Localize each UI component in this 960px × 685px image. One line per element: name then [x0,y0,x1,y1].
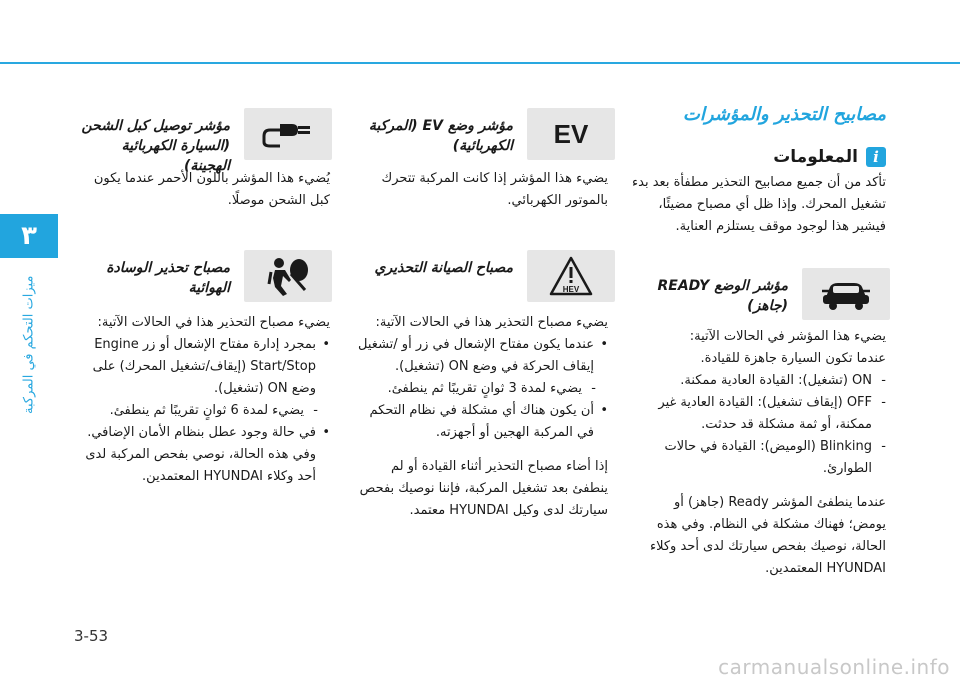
hev-title: مصباح الصيانة التحذيري [374,260,513,276]
hev-conditions-list: عندما يكون مفتاح الإشعال في زر أو /تشغيل… [354,334,608,444]
ready-body: يضيء هذا المؤشر في الحالات الآتية: عندما… [636,326,886,580]
ready-line: عندما تكون السيارة جاهزة للقيادة. [700,351,886,366]
ev-text: يضيء هذا المؤشر إذا كانت المركبة تتحرك ب… [381,171,608,208]
list-item: ON (تشغيل): القيادة العادية ممكنة. [636,370,886,392]
hev-warning-icon: HEV [549,256,593,296]
airbag-card-header: مصباح تحذير الوسادة الهوائية [74,250,332,302]
ready-states-list: ON (تشغيل): القيادة العادية ممكنة. OFF (… [636,370,886,480]
charging-plug-icon [262,124,310,148]
ev-body: يضيء هذا المؤشر إذا كانت المركبة تتحرك ب… [358,168,608,212]
plug-text: يُضيء هذا المؤشر باللون الأحمر عندما يكو… [93,171,330,208]
ready-intro: يضيء هذا المؤشر في الحالات الآتية: [689,329,886,344]
plug-card-header: مؤشر توصيل كبل الشحن (السيارة الكهربائية… [74,108,332,176]
ready-indicator-icon-box [802,268,890,320]
list-item: عندما يكون مفتاح الإشعال في زر أو /تشغيل… [354,334,608,378]
plug-indicator-icon-box [244,108,332,160]
hev-note: إذا أضاء مصباح التحذير أثناء القيادة أو … [359,459,608,518]
chapter-tab: ٣ [0,214,58,258]
list-item: أن يكون هناك أي مشكلة في نظام التحكم في … [354,400,608,444]
info-header: i المعلومات [773,147,886,167]
ev-icon: EV [553,118,589,149]
list-item: OFF (إيقاف تشغيل): القيادة العادية غير م… [636,392,886,436]
list-subitem: يضيء لمدة 6 ثوانٍ تقريبًا ثم ينطفئ. [76,400,330,422]
page-number: 3-53 [74,627,109,645]
ev-title: مؤشر وضع EV (المركبة الكهربائية) [368,118,513,154]
ev-indicator-icon-box: EV [527,108,615,160]
list-item: في حالة وجود عطل بنظام الأمان الإضافي. و… [76,422,330,488]
ready-card-header: مؤشر الوضع READY (جاهز) [628,268,890,320]
airbag-title: مصباح تحذير الوسادة الهوائية [106,260,230,296]
airbag-intro: يضيء مصباح التحذير هذا في الحالات الآتية… [97,315,330,330]
car-ready-icon [822,283,870,310]
hev-intro: يضيء مصباح التحذير هذا في الحالات الآتية… [375,315,608,330]
airbag-indicator-icon-box [244,250,332,302]
list-item: بمجرد إدارة مفتاح الإشعال أو زر Engine S… [76,334,330,400]
hev-card-header: HEV مصباح الصيانة التحذيري [353,250,615,302]
info-text: تأكد من أن جميع مصابيح التحذير مطفأة بعد… [632,175,886,234]
airbag-body: يضيء مصباح التحذير هذا في الحالات الآتية… [76,312,330,488]
plug-title: مؤشر توصيل كبل الشحن (السيارة الكهربائية… [81,118,230,174]
airbag-conditions-list: بمجرد إدارة مفتاح الإشعال أو زر Engine S… [76,334,330,488]
info-title: المعلومات [773,147,858,167]
ev-card-header: EV مؤشر وضع EV (المركبة الكهربائية) [353,108,615,160]
header-divider [0,62,960,64]
ready-note: عندما ينطفئ المؤشر Ready (جاهز) أو يومض؛… [649,495,886,576]
airbag-warning-icon [267,258,308,296]
ready-title: مؤشر الوضع READY (جاهز) [657,278,788,314]
chapter-number: ٣ [21,221,37,251]
plug-body: يُضيء هذا المؤشر باللون الأحمر عندما يكو… [76,168,330,212]
info-icon: i [866,147,886,167]
section-title: مصابيح التحذير والمؤشرات [682,104,886,125]
info-paragraph: تأكد من أن جميع مصابيح التحذير مطفأة بعد… [626,172,886,238]
list-item: Blinking (الوميض): القيادة في حالات الطو… [636,436,886,480]
hev-body: يضيء مصباح التحذير هذا في الحالات الآتية… [354,312,608,522]
hev-icon-label: HEV [563,285,580,294]
watermark: carmanualsonline.info [718,655,950,679]
list-subitem: يضيء لمدة 3 ثوانٍ تقريبًا ثم ينطفئ. [354,378,608,400]
hev-indicator-icon-box: HEV [527,250,615,302]
chapter-label: ميزات التحكم في المركبة [21,275,37,415]
